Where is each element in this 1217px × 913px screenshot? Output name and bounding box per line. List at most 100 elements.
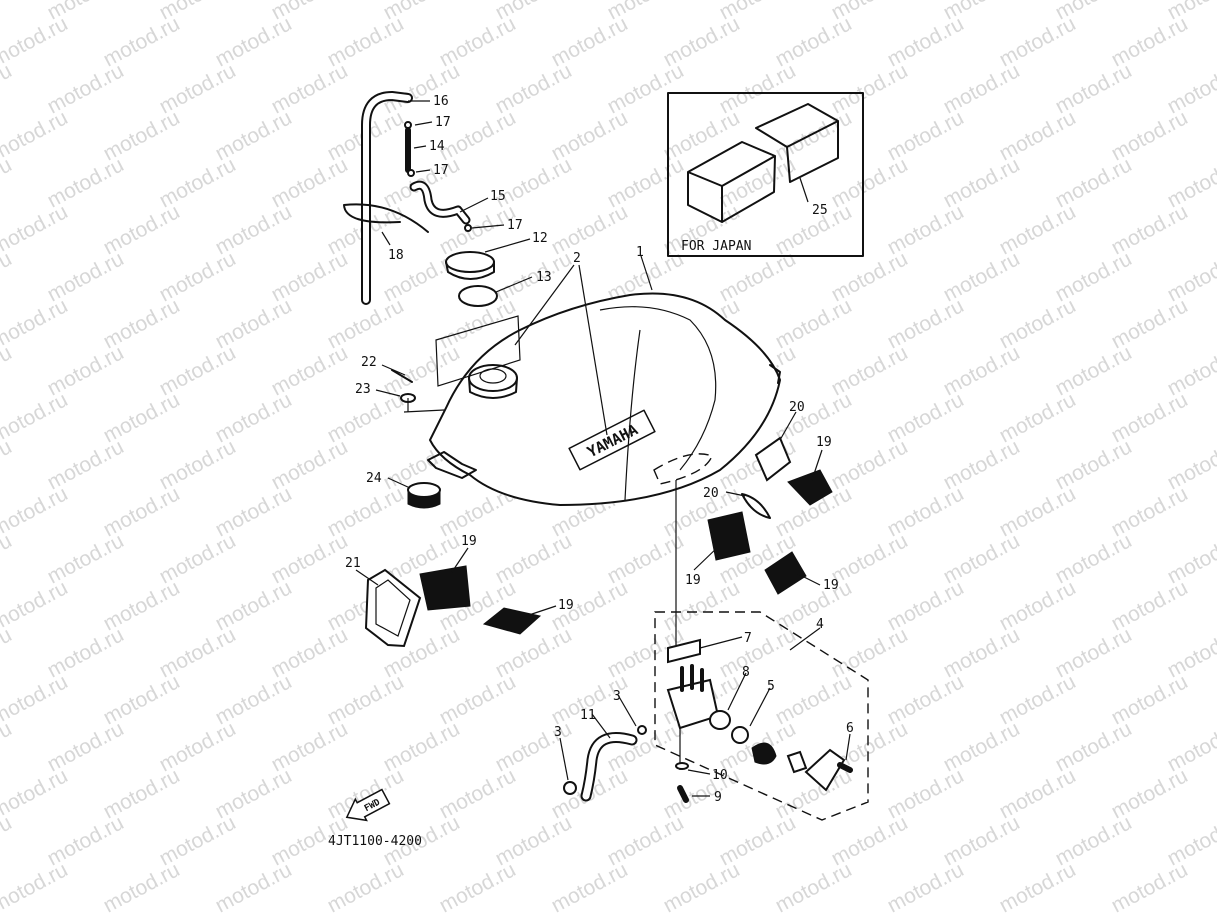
callout-24: 24 [366, 471, 382, 486]
bolt-9 [677, 785, 689, 803]
watermark-text: motod.ru [436, 858, 520, 913]
callout-20a: 20 [789, 400, 805, 415]
callout-19c: 19 [823, 578, 839, 593]
callout-15: 15 [490, 189, 506, 204]
watermark-text: motod.ru [212, 858, 296, 913]
callout-8: 8 [742, 665, 750, 680]
watermark-text: motod.ru [1164, 247, 1217, 306]
decal-2 [435, 315, 521, 387]
watermark-text: motod.ru [0, 435, 16, 494]
watermark-text: motod.ru [0, 623, 16, 682]
callout-7: 7 [744, 631, 752, 646]
screw-6 [837, 762, 853, 773]
watermark-text: motod.ru [0, 482, 72, 541]
watermark-text: motod.ru [0, 106, 72, 165]
callout-19e: 19 [558, 598, 574, 613]
leader-lines [355, 100, 851, 797]
watermark-text: motod.ru [660, 858, 744, 913]
watermark-text: motod.ru [884, 858, 968, 913]
fuel-cap-assembly [445, 251, 498, 307]
callout-11: 11 [580, 708, 596, 723]
foam-block-left [687, 141, 776, 223]
watermark-text: motod.ru [0, 576, 72, 635]
callout-17a: 17 [435, 115, 451, 130]
watermark-text: motod.ru [0, 59, 16, 118]
gasket-7 [667, 638, 701, 664]
gasket-13 [458, 285, 498, 307]
watermark-text: motod.ru [772, 858, 856, 913]
damper-20b [741, 493, 771, 519]
callout-13: 13 [536, 270, 552, 285]
watermark-text: motod.ru [0, 717, 16, 776]
watermark-text: motod.ru [0, 294, 72, 353]
callout-labels: 1 2 3 3 4 5 6 7 8 9 10 11 12 13 14 15 16… [345, 94, 854, 805]
watermark-text: motod.ru [0, 341, 16, 400]
callout-16: 16 [433, 94, 449, 109]
clip-3a [637, 725, 647, 735]
watermark-text: motod.ru [1164, 529, 1217, 588]
watermark-text: motod.ru [324, 858, 408, 913]
breather-hose-assembly [343, 91, 472, 305]
damper-20a [754, 436, 792, 482]
o-ring-5 [731, 726, 749, 744]
drawing-number: 4JT1100-4200 [328, 834, 422, 849]
mount-hardware [391, 369, 445, 509]
watermark-text: motod.ru [0, 670, 72, 729]
watermark-text: motod.ru [0, 12, 72, 71]
pump-outlet-area [653, 453, 713, 485]
callout-1: 1 [636, 245, 644, 260]
callout-17b: 17 [433, 163, 449, 178]
diaphragm-8 [709, 710, 731, 730]
callout-20b: 20 [703, 486, 719, 501]
callout-18: 18 [388, 248, 404, 263]
callout-14: 14 [429, 139, 445, 154]
watermark-text: motod.ru [1108, 858, 1192, 913]
watermark-text: motod.ru [0, 764, 72, 823]
damper-19b [707, 511, 751, 561]
callout-3b: 3 [554, 725, 562, 740]
watermark-text: motod.ru [1164, 623, 1217, 682]
watermark-text: motod.ru [548, 858, 632, 913]
watermark-text: motod.ru [100, 858, 184, 913]
fuel-tank-1: YAMAHA [427, 292, 782, 507]
callout-10: 10 [712, 768, 728, 783]
watermark-text: motod.ru [1164, 435, 1217, 494]
foam-block-right [755, 103, 839, 183]
callout-5: 5 [767, 679, 775, 694]
watermark-text: motod.ru [1164, 811, 1217, 870]
damper-19e [482, 607, 542, 635]
watermark-text: motod.ru [0, 811, 16, 870]
watermark-text: motod.ru [1164, 59, 1217, 118]
spring [751, 742, 777, 765]
callout-22: 22 [361, 355, 377, 370]
inset-for-japan: FOR JAPAN [667, 92, 864, 257]
watermark-text: motod.ru [1164, 717, 1217, 776]
callout-17c: 17 [507, 218, 523, 233]
clip-17b [407, 169, 415, 177]
damper-19c [764, 551, 807, 595]
watermark-text: motod.ru [0, 200, 72, 259]
damper-19a [787, 469, 833, 506]
callout-3a: 3 [613, 689, 621, 704]
callout-2: 2 [573, 251, 581, 266]
callout-19d: 19 [461, 534, 477, 549]
callout-21: 21 [345, 556, 361, 571]
callout-19a: 19 [816, 435, 832, 450]
cover-21 [364, 568, 422, 648]
dampers-19-20-21 [364, 436, 833, 648]
cover-plate [804, 748, 846, 792]
watermark-text: motod.ru [996, 858, 1080, 913]
callout-25: 25 [812, 203, 828, 218]
watermark-text: motod.ru [0, 153, 16, 212]
bolt-22 [391, 369, 413, 383]
fuel-cock-assembly-4 [563, 480, 869, 821]
tank-mount-bracket [427, 451, 477, 479]
callout-19b: 19 [685, 573, 701, 588]
callout-9: 9 [714, 790, 722, 805]
watermark-text: motod.ru [0, 858, 72, 913]
clip-3b [563, 781, 577, 795]
callout-23: 23 [355, 382, 371, 397]
washer-10 [675, 762, 689, 770]
inset-frame [667, 92, 864, 257]
